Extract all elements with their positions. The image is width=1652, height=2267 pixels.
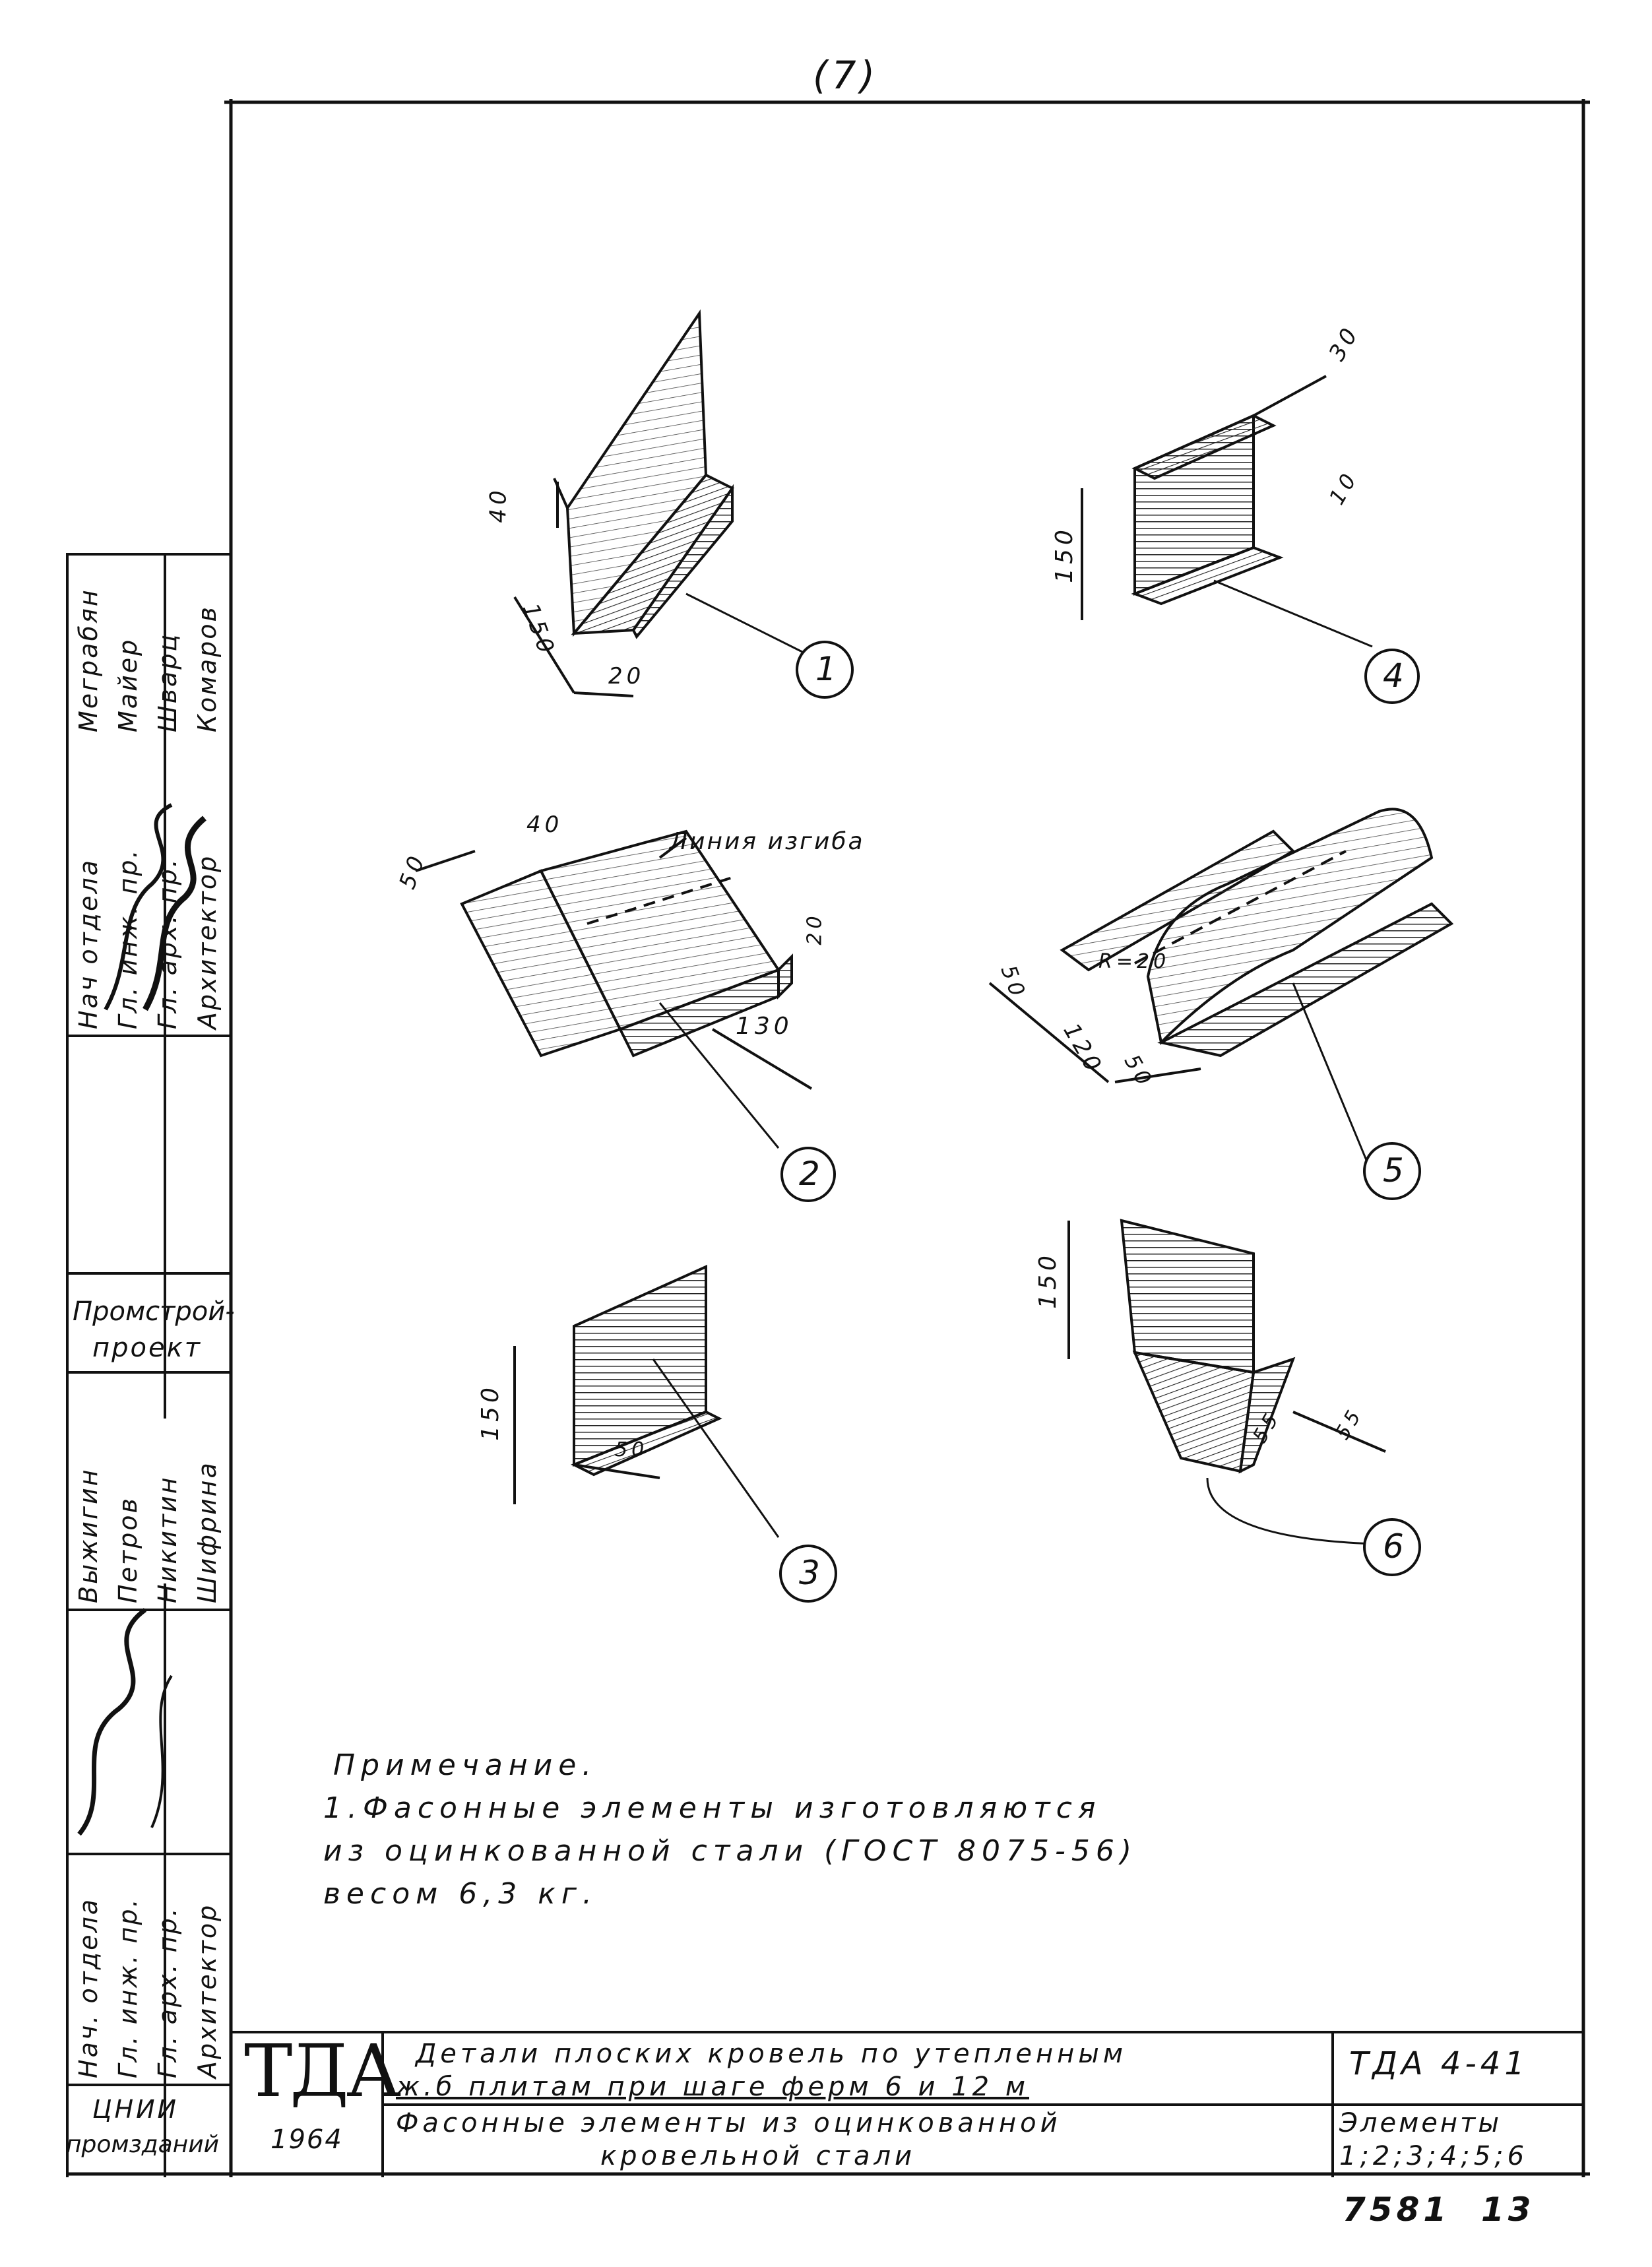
dim-e4-c: 150 (1050, 526, 1078, 583)
title-block-org-2: промзданий (66, 2131, 219, 2158)
note-line-2: из оцинкованной стали (ГОСТ 8075-56) (323, 1834, 1138, 1868)
side-lower-name-4: Шифрина (193, 1461, 222, 1603)
title-block-code: ТДА 4-41 (1349, 2045, 1529, 2082)
element-6-drawing (1067, 1219, 1386, 1545)
side-org-line-2: проект (92, 1333, 203, 1363)
note-line-3: весом 6,3 кг. (323, 1877, 598, 1911)
side-lower-name-1: Выжигин (74, 1467, 103, 1603)
side-org-line-1: Промстрой- (73, 1296, 235, 1327)
signature-marks-lower (77, 1608, 173, 1836)
sheet-number: (7) (813, 53, 879, 98)
title-line-2: ж.б плитам при шаге ферм 6 и 12 м (396, 2072, 1030, 2102)
title-line-4: кровельной стали (600, 2141, 916, 2171)
side-upper-name-3: Шварц (153, 632, 182, 732)
callout-5: 5 (1383, 1151, 1404, 1190)
side-upper-name-1: Меграбян (74, 588, 103, 732)
dim-e5-radius: R=20 (1098, 950, 1170, 973)
title-line-3: Фасонные элементы из оцинкованной (396, 2108, 1062, 2138)
callout-circles (779, 641, 1421, 1603)
dim-e2-d: 130 (736, 1013, 793, 1040)
title-block-elements-label: Элементы (1339, 2108, 1502, 2138)
signature-marks-upper (104, 803, 206, 1011)
dim-e2-b: 40 (526, 812, 563, 838)
element-2-drawing (415, 829, 813, 1149)
side-lower-role-3: Гл. арх. пр. (153, 1906, 182, 2078)
callout-3: 3 (799, 1554, 820, 1592)
title-block-elements-list: 1;2;3;4;5;6 (1339, 2141, 1529, 2171)
title-block-logo: ТДА (244, 2029, 401, 2113)
title-line-1: Детали плоских кровель по утепленным (416, 2039, 1128, 2069)
element-4-drawing (1081, 375, 1373, 648)
element-1-drawing (513, 309, 806, 697)
element-3-drawing (513, 1264, 780, 1538)
note-title: Примечание. (333, 1748, 598, 1782)
dim-e3-b: 50 (615, 1438, 649, 1461)
callout-6: 6 (1383, 1527, 1404, 1566)
dim-e1-c: 20 (608, 663, 645, 689)
title-block-frame (231, 2031, 1583, 2177)
callout-4: 4 (1383, 656, 1404, 695)
side-lower-role-2: Гл. инж. пр. (113, 1897, 143, 2078)
bend-line-label: Линия изгиба (670, 828, 865, 855)
title-block-year: 1964 (270, 2124, 343, 2155)
side-lower-role-4: Архитектор (193, 1903, 222, 2078)
side-stamp-frame (66, 553, 231, 2177)
side-lower-name-2: Петров (113, 1496, 143, 1603)
side-upper-name-2: Майер (113, 637, 143, 732)
side-lower-role-1: Нач. отдела (74, 1897, 103, 2078)
dim-e6-a: 150 (1034, 1252, 1062, 1309)
dim-e3-a: 150 (476, 1384, 504, 1441)
side-lower-name-3: Никитин (153, 1475, 182, 1603)
callout-1: 1 (815, 650, 837, 688)
dim-e2-c: 20 (803, 912, 827, 945)
element-5-drawing (988, 808, 1454, 1175)
note-line-1: 1.Фасонные элементы изготовляются (323, 1791, 1102, 1825)
dim-e1-a: 40 (485, 486, 512, 523)
archive-number: 7581 (1343, 2190, 1451, 2229)
drawing-frame (66, 99, 1590, 2177)
callout-2: 2 (799, 1155, 820, 1193)
title-block-org-1: ЦНИИ (92, 2095, 179, 2124)
page-number: 13 (1481, 2190, 1535, 2229)
side-upper-name-4: Комаров (193, 605, 222, 732)
